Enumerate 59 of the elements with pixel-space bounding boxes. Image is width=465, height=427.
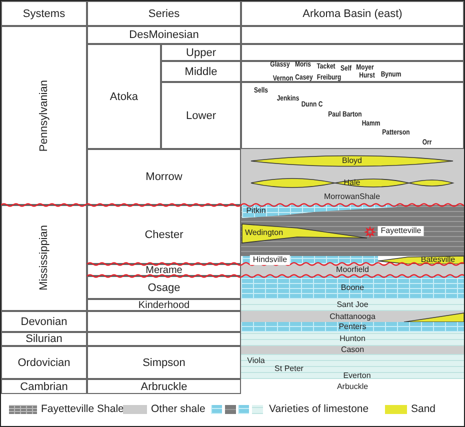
column-heading: Series [148,8,180,20]
series-name: Upper [186,46,216,58]
formation-name: Hale [344,179,360,187]
series-name: Arbruckle [140,380,188,392]
limestone-layer [241,354,464,379]
system-name: Mississippian [38,225,50,291]
formation-name: St Peter [274,365,304,373]
formation-name: Hindsville [250,255,290,265]
system-name: Cambrian [20,380,68,392]
shale-layer [241,346,464,354]
shale-layer [241,205,464,256]
formation-name: Everton [343,372,371,380]
series-name: Merame [146,264,182,276]
shale-layer [241,149,464,205]
series-name: Middle [184,66,218,78]
formation-name: Bloyd [342,157,362,165]
limestone-layer [241,276,464,299]
column-heading: Arkoma Basin (east) [302,8,402,20]
limestone-layer [242,256,378,264]
legend-label: Varieties of limestone [269,403,369,415]
formation-name: Wedington [244,229,284,237]
formation-name: Batesville [420,256,456,264]
limestone-layer [241,332,464,346]
legend-label: Fayetteville Shale [41,403,124,415]
formation-name: Hunton [340,335,366,343]
legend-label: Sand [411,403,436,415]
system-name: Ordovician [18,356,70,368]
series-name: Morrow [146,171,182,183]
formation-name: Moorfield [336,266,369,274]
limestone-layer [241,299,464,311]
series-name: Lower [186,110,216,122]
formation-name: Pitkin [246,207,266,215]
series-name: Kinderhood [138,300,190,310]
formation-name: Fayetteville [378,226,424,236]
limestone-layer [241,322,464,332]
sand-lens [251,154,453,168]
series-name: Atoka [110,90,138,102]
sand-lens [251,176,453,190]
formation-name: Viola [247,357,265,365]
sand-wedge [378,256,464,264]
legend-label: Other shale [151,403,206,415]
series-name: Simpson [142,356,186,368]
sand-wedge [242,222,367,244]
column-heading: Systems [22,8,66,20]
formation-name: Boone [340,284,364,292]
series-name: Osage [148,282,180,294]
limestone-wedge [242,205,397,218]
system-name: Pennsylvanian [38,80,50,152]
system-name: Silurian [26,333,62,345]
formation-name: Cason [340,346,364,354]
formation-name: Chattanooga [330,312,376,320]
formation-name: Penters [338,323,366,331]
system-name: Devonian [20,316,68,328]
formation-name: Arbuckle [336,382,368,390]
formation-name: Sant Joe [336,301,368,309]
formation-name: MorrowanShale [324,193,380,201]
series-name: Chester [144,228,184,240]
series-name: DesMoinesian [129,29,199,41]
shale-layer [241,311,464,322]
